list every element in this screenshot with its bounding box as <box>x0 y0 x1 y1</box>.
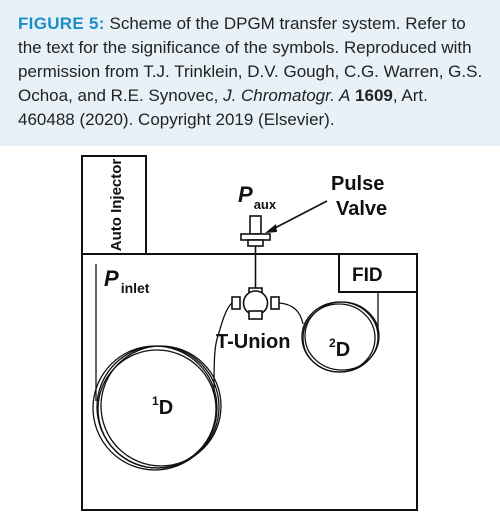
auto-injector-box <box>81 155 147 255</box>
pulse-valve-label-line1: Pulse <box>331 173 384 195</box>
figure-caption: FIGURE 5: Scheme of the DPGM transfer sy… <box>18 12 484 132</box>
pulse-valve-label-line2: Valve <box>336 198 387 220</box>
column-2d-coil <box>278 292 380 373</box>
t-union-label: T-Union <box>216 331 290 353</box>
pulse-valve-icon <box>240 215 271 247</box>
figure-label: FIGURE 5: <box>18 14 105 33</box>
t-union-icon <box>231 287 280 320</box>
gc-oven-box <box>81 253 418 511</box>
caption-volume: 1609 <box>355 86 393 105</box>
pulse-valve-arrowhead <box>265 224 277 233</box>
p-aux-label: Paux <box>238 182 277 212</box>
column-2d-label: 2D <box>329 336 350 361</box>
caption-text-1: Scheme of the DPGM transfer system. Refe… <box>18 14 483 105</box>
column-1d-coil <box>92 264 233 471</box>
caption-box: FIGURE 5: Scheme of the DPGM transfer sy… <box>0 0 500 146</box>
caption-journal: J. Chromatogr. A <box>223 86 351 105</box>
fid-label: FID <box>352 265 383 286</box>
column-1d-label: 1D <box>152 394 173 419</box>
caption-text-3: , Art. 460488 (2020). Copyright 2019 (El… <box>18 86 428 129</box>
pulse-valve-arrow <box>270 200 328 231</box>
auto-injector-label: Auto Injector <box>108 159 125 252</box>
